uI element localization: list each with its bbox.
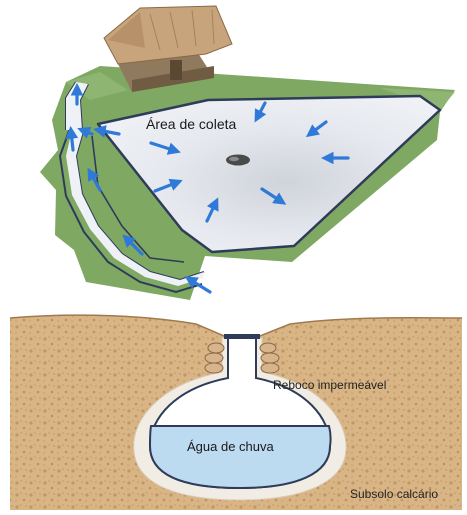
flow-arrow-icon: [71, 131, 73, 150]
subsoil-label: Subsolo calcário: [350, 487, 438, 501]
cistern-cap: [224, 334, 260, 339]
rain-water: [150, 426, 331, 488]
drain-icon: [226, 155, 250, 166]
plaster-label: Reboco impermeável: [273, 378, 386, 392]
rain-water-label: Água de chuva: [187, 439, 274, 454]
collection-scene: [40, 6, 455, 300]
collection-area-label: Área de coleta: [146, 116, 236, 132]
underground-section: [10, 315, 462, 510]
